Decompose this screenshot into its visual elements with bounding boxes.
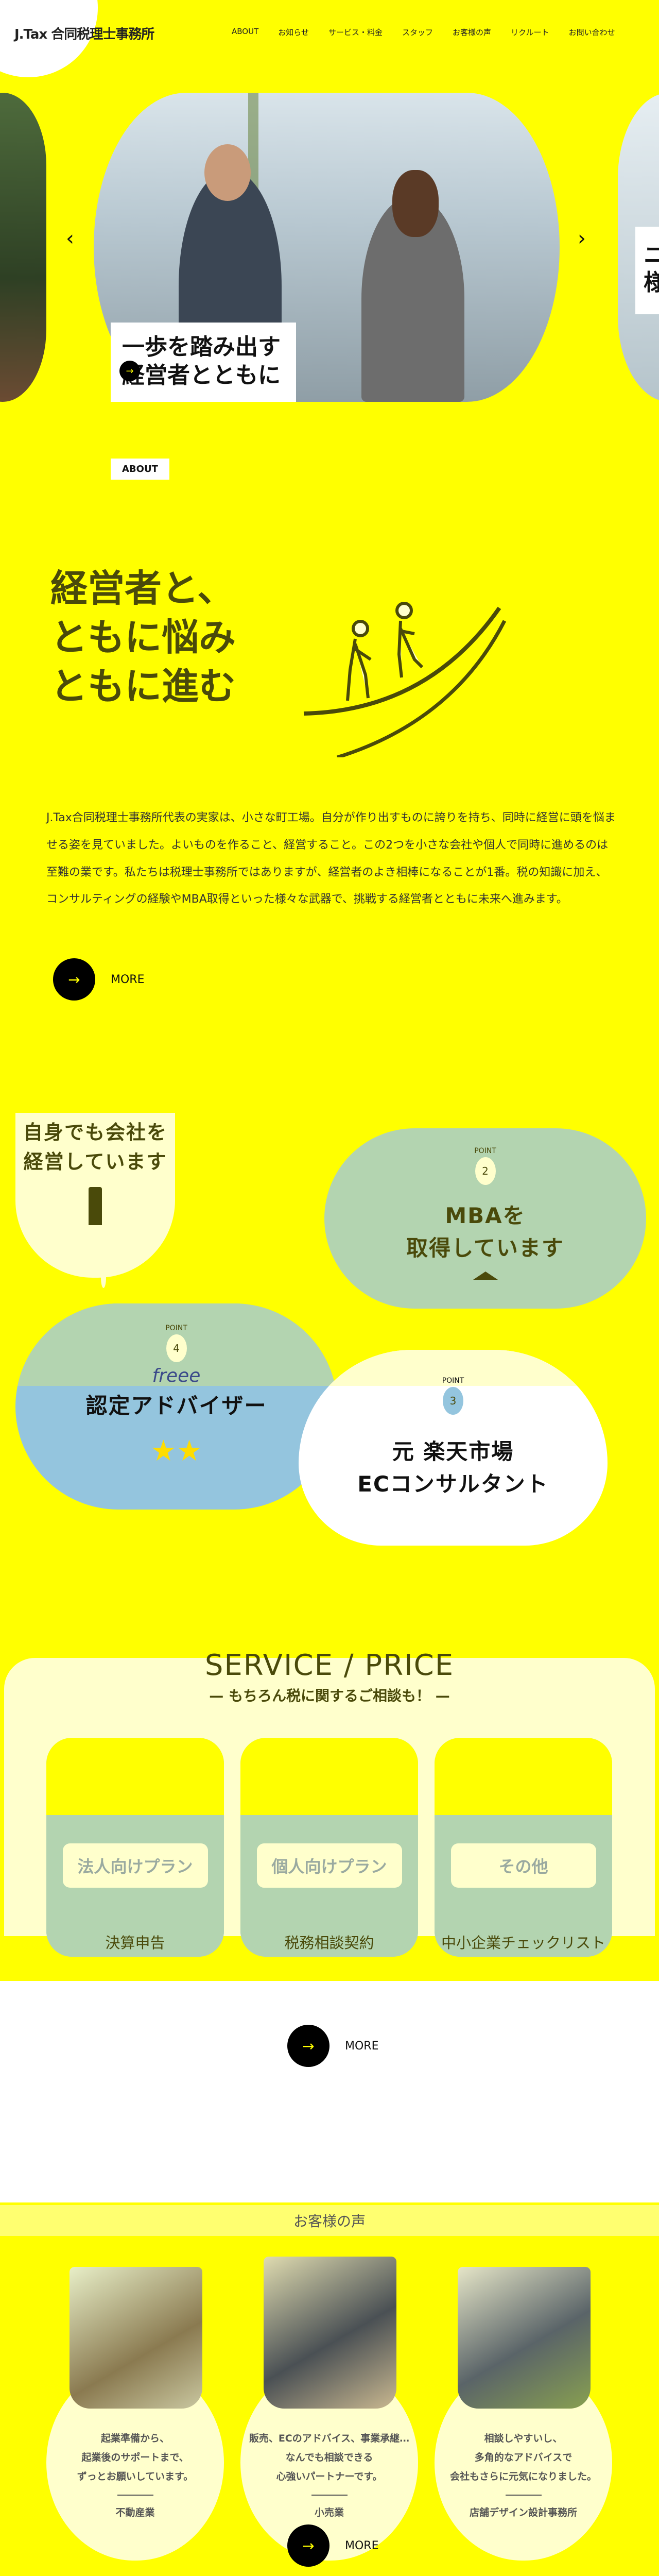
- arrow-right-icon: →: [287, 2025, 330, 2067]
- voice-photo-1: [70, 2267, 202, 2409]
- chevron-left-icon: ‹: [66, 227, 74, 250]
- nav-about[interactable]: ABOUT: [232, 27, 259, 36]
- service-card-corporate[interactable]: 法人向けプラン 決算申告税務相談契約顧問契約個別税務相談: [46, 1738, 224, 1957]
- about-text: J.Tax合同税理士事務所代表の実家は、小さな町工場。自分が作り出すものに誇りを…: [46, 811, 616, 906]
- service-card-individual[interactable]: 個人向けプラン 税務相談契約個別税務相談: [240, 1738, 418, 1957]
- service-more-area: [0, 1981, 659, 2202]
- nav-service[interactable]: サービス・料金: [328, 28, 383, 37]
- point-bubble-4: POINT 4 freee 認定アドバイザー ★★: [15, 1303, 337, 1510]
- arrow-right-icon: →: [53, 958, 95, 1001]
- voices-title: お客様の声: [0, 2205, 659, 2236]
- site-logo[interactable]: J.Tax 合同税理士事務所: [14, 27, 154, 42]
- voice-photo-2: [264, 2257, 396, 2409]
- hero-title-line2: 経営者とともに: [122, 362, 281, 388]
- arrow-right-icon: →: [126, 365, 134, 377]
- service-subtitle: — もちろん税に関するご相談も！ —: [209, 1687, 450, 1704]
- service-card-other[interactable]: その他 中小企業チェックリスト年末調整税務調査の立会い税務関係設立届作成一式経営…: [435, 1738, 612, 1957]
- slider-next-button[interactable]: ›: [578, 227, 586, 250]
- point-bubble-1: 自身でも会社を経営しています: [15, 1113, 175, 1278]
- slider-prev-button[interactable]: ‹: [66, 227, 74, 250]
- voices-more-button[interactable]: → MORE: [287, 2524, 378, 2567]
- point-bubble-2: POINT 2 MBAを取得しています: [324, 1128, 646, 1309]
- hero-arrow-button[interactable]: →: [119, 361, 140, 381]
- star-icons: ★★: [150, 1434, 202, 1468]
- walking-people-illustration: [303, 602, 507, 757]
- main-nav: ABOUT お知らせ サービス・料金 スタッフ お客様の声 リクルート お問い合…: [232, 27, 615, 38]
- bubble-tail: [101, 1267, 106, 1288]
- arrow-right-icon: →: [287, 2524, 330, 2567]
- voice-photo-3: [458, 2267, 591, 2409]
- nav-voice[interactable]: お客様の声: [452, 28, 491, 37]
- graduation-cap-icon: [473, 1272, 498, 1280]
- nav-contact[interactable]: お問い合わせ: [568, 28, 615, 37]
- photo-man-face: [204, 144, 251, 201]
- about-more-button[interactable]: → MORE: [53, 958, 144, 1001]
- photo-woman-hair: [392, 170, 439, 237]
- about-title: 経営者と、 ともに悩み ともに進む: [50, 567, 236, 708]
- hero-caption: 一歩を踏み出す経営者とともに: [111, 323, 296, 402]
- hero-title-line1: 一歩を踏み出す: [122, 334, 281, 360]
- service-more-button[interactable]: → MORE: [287, 2025, 378, 2067]
- nav-recruit[interactable]: リクルート: [511, 28, 549, 37]
- nav-news[interactable]: お知らせ: [278, 28, 309, 37]
- chevron-right-icon: ›: [578, 227, 586, 250]
- nav-staff[interactable]: スタッフ: [402, 28, 433, 37]
- hero-caption-next: ニ様: [635, 227, 659, 314]
- building-icon: [89, 1187, 102, 1225]
- hero-slide-prev[interactable]: [0, 93, 46, 402]
- freee-logo: freee: [152, 1365, 201, 1386]
- service-top-band: [0, 1638, 659, 1658]
- hero-link-label[interactable]: ABOUT: [111, 459, 169, 480]
- service-title: SERVICE / PRICE: [204, 1649, 455, 1682]
